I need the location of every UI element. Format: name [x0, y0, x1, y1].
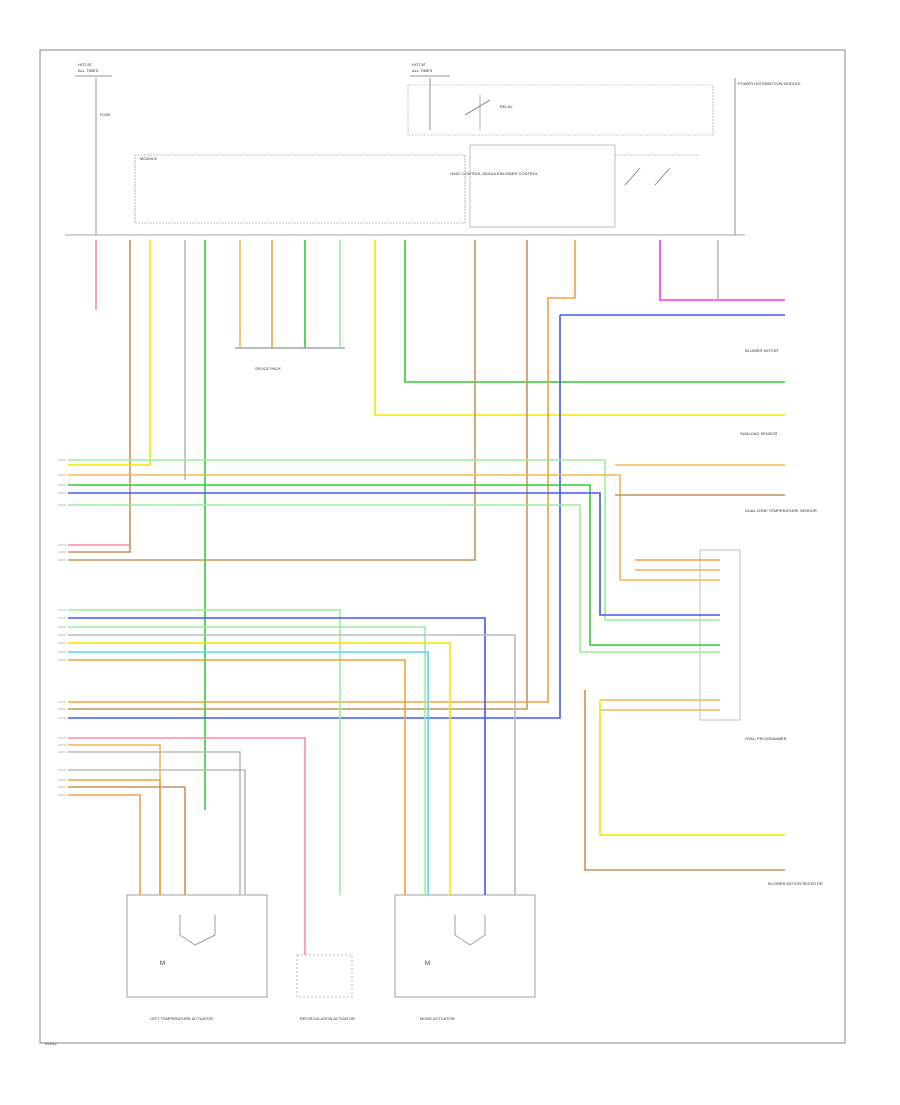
wire-brown-center2	[68, 240, 528, 710]
wire-green-dualzone	[404, 240, 785, 383]
splice-pack-label: SPLICE PACK	[255, 366, 281, 371]
mode-motor: M	[425, 961, 430, 967]
left-terminal-ticks	[58, 459, 66, 796]
blower-control-box	[469, 144, 616, 228]
wire-yellow-b5	[68, 642, 451, 895]
wire-violet	[659, 240, 785, 301]
blower-resistor-label: BLOWER MOTOR RESISTOR	[768, 881, 823, 886]
wire-pink-b8	[68, 737, 306, 955]
wire-orange-b7	[68, 659, 406, 895]
wire-dkgreen-h3	[68, 484, 720, 646]
wire-brown-top	[68, 240, 131, 553]
blower-switch-1	[624, 167, 641, 186]
dual-zone-label: DUAL ZONE TEMPERATURE SENSOR	[745, 508, 817, 513]
wire-tan-h2	[68, 474, 720, 581]
programmer-connector	[699, 549, 741, 721]
module-label: MODULE	[140, 156, 157, 161]
relay-contact	[464, 99, 491, 116]
left-temp-motor: M	[160, 961, 165, 967]
actuator-mode-link	[454, 915, 486, 946]
wire-gray-b4	[68, 634, 516, 895]
wire-orange-right	[68, 240, 576, 703]
blower-control-label: BLOWER CONTROL	[500, 171, 539, 176]
wire-ltgreen-b3	[68, 626, 426, 895]
page-id-label: R2012	[45, 1041, 58, 1046]
wire-blue-long	[68, 315, 561, 719]
wire-tan-b9	[68, 744, 161, 895]
power-left-line2: ALL TIMES	[78, 68, 99, 73]
mode-actuator-box	[394, 894, 536, 998]
wire-orange-b12	[68, 779, 161, 895]
blower-motor-label: BLOWER MOTOR	[745, 348, 778, 353]
power-center-line2: ALL TIMES	[412, 68, 433, 73]
power-left-line1: HOT AT	[78, 62, 93, 67]
blower-switch-2	[654, 167, 671, 186]
wire-brown-left-v	[584, 690, 785, 871]
power-center-line1: HOT AT	[412, 62, 427, 67]
module-block	[134, 154, 466, 224]
wire-blue-h4	[68, 492, 720, 616]
wire-dkgreen-h5	[68, 504, 720, 653]
wires	[68, 240, 785, 955]
wire-green-h1	[68, 459, 720, 621]
power-dist-label: POWER DISTRIBUTION MODULE	[738, 81, 801, 86]
actuator-left-link	[179, 915, 216, 946]
relay-label: RELAY	[500, 104, 513, 109]
relay-box	[407, 84, 714, 136]
wire-gray-b11	[68, 769, 246, 895]
sunload-label: SUNLOAD SENSOR	[740, 431, 777, 436]
left-temp-actuator-label: LEFT TEMPERATURE ACTUATOR	[150, 1016, 213, 1021]
hvac-control-label: HVAC CONTROL MODULE	[450, 171, 500, 176]
wire-ltblue-b6	[68, 651, 429, 895]
recirc-actuator-label: RECIRCULATION ACTUATOR	[300, 1016, 355, 1021]
mode-actuator-label: MODE ACTUATOR	[420, 1016, 455, 1021]
wire-gray-b10	[68, 751, 241, 895]
wire-brown-b13	[68, 786, 186, 895]
wire-ltgreen-b1	[68, 609, 341, 895]
hvac-programmer-label: HVAC PROGRAMMER	[745, 736, 787, 741]
wire-yellow-sunload	[374, 240, 785, 416]
wire-yellow-top	[68, 240, 151, 466]
wire-blue-b2	[68, 617, 486, 895]
page-frame	[39, 49, 846, 1044]
wire-orange-b14	[68, 794, 141, 895]
wire-brown-center	[68, 240, 476, 561]
recirc-actuator-box	[296, 954, 353, 998]
fuse-label: FUSE	[100, 112, 111, 117]
wire-yellow-resistor	[599, 700, 785, 836]
left-temp-actuator-box	[126, 894, 268, 998]
